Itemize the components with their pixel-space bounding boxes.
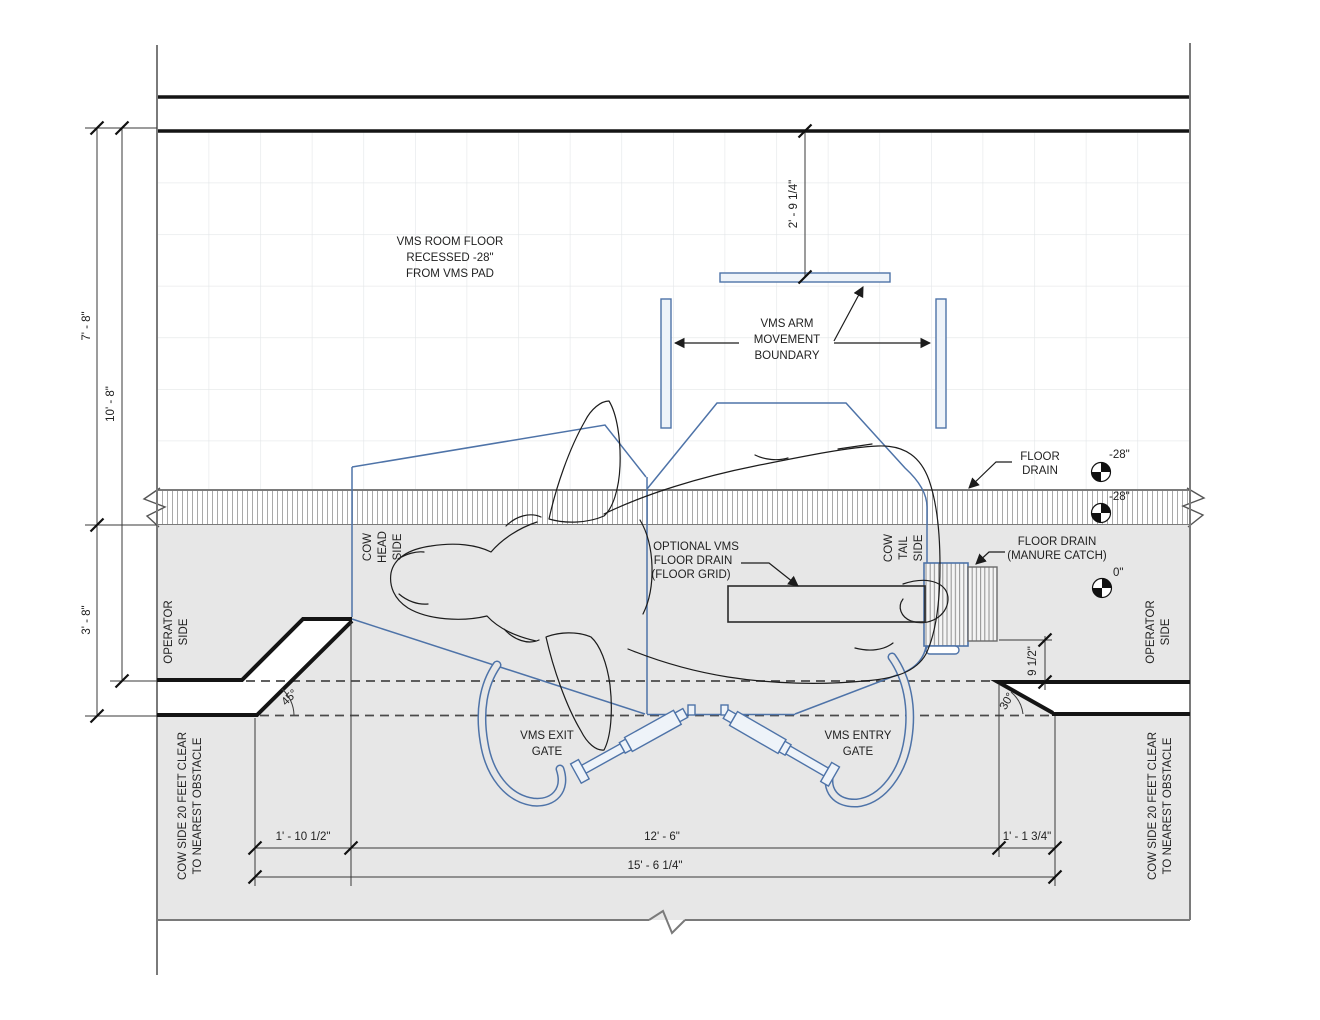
- cow-tail-side-label: COW: [883, 534, 895, 562]
- arm-boundary-label: VMS ARM: [760, 318, 813, 330]
- side-labels: COW HEAD SIDE COW TAIL SIDE OPERATOR SID…: [163, 531, 1174, 880]
- rotated-dimension-texts: 7' - 8" 10' - 8" 3' - 8" 2' - 9 1/4" 9 1…: [81, 180, 1039, 712]
- elevation-target-icon: [1090, 461, 1112, 483]
- leader-lines: [673, 286, 1012, 587]
- drain-pipe-stub: [925, 645, 960, 655]
- exit-gate-label: VMS EXIT: [520, 730, 574, 742]
- entry-gate-label: GATE: [843, 746, 874, 758]
- vms-room-floor-grid: [157, 131, 1190, 490]
- cow-ear-bottom: [545, 632, 612, 751]
- elevation-target-icon: [1090, 502, 1112, 524]
- cow-clear-left-label: TO NEAREST OBSTACLE: [192, 737, 204, 874]
- dim-wall-to-alley: 10' - 8": [105, 386, 117, 422]
- break-symbol-right: [1181, 487, 1210, 528]
- break-line-bottom: [648, 909, 686, 935]
- optional-floor-grid: [727, 585, 926, 623]
- optional-drain-label: FLOOR DRAIN: [654, 555, 733, 567]
- floor-drain-strip: [157, 489, 1190, 526]
- cow-head-side-label: COW: [362, 533, 374, 561]
- optional-drain-label: (FLOOR GRID): [651, 569, 730, 581]
- room-floor-note: VMS ROOM FLOOR: [397, 236, 504, 248]
- angle-arc-45: [281, 688, 295, 716]
- vms-entry-gate-arm: [824, 652, 915, 808]
- cow-body: [603, 445, 941, 684]
- dim-wall-to-drain: 7' - 8": [81, 311, 93, 340]
- cow-head-side-label: SIDE: [392, 533, 404, 560]
- floor-drain-label: FLOOR: [1020, 451, 1060, 463]
- entry-gate-label: VMS ENTRY: [825, 730, 892, 742]
- elevation-target-icon: [1091, 577, 1113, 599]
- elevation-room: -28": [1109, 449, 1130, 461]
- dim-vms-width: 12' - 6": [644, 831, 680, 843]
- vms-pad: [157, 525, 1190, 935]
- operator-side-right-label: OPERATOR: [1145, 600, 1157, 663]
- dim-left-clear: 1' - 10 1/2": [276, 831, 331, 843]
- manure-catch-label: FLOOR DRAIN: [1018, 536, 1097, 548]
- text-labels: VMS ROOM FLOOR RECESSED -28" FROM VMS PA…: [276, 236, 1107, 872]
- cow-ear-top: [548, 400, 621, 523]
- cow-clear-right-label: TO NEAREST OBSTACLE: [1162, 737, 1174, 874]
- arm-boundary-label: MOVEMENT: [754, 334, 820, 346]
- elevation-markers: -28" -28" 0": [1090, 449, 1130, 599]
- cow-tail: [899, 579, 949, 624]
- cow-head-side-label: HEAD: [377, 531, 389, 563]
- cow-clear-left-label: COW SIDE 20 FEET CLEAR: [177, 732, 189, 880]
- dim-wall-to-arm: 2' - 9 1/4": [788, 180, 800, 228]
- break-symbol-left: [139, 487, 167, 528]
- entry-gate-cylinder: [722, 708, 841, 787]
- cow-tail-side-label: SIDE: [913, 534, 925, 561]
- floor-drain-label: DRAIN: [1022, 465, 1058, 477]
- top-wall: [157, 95, 1190, 133]
- manure-catch-label: (MANURE CATCH): [1007, 550, 1107, 562]
- elevation-pad: 0": [1113, 567, 1123, 579]
- arm-boundary-label: BOUNDARY: [755, 350, 820, 362]
- cow-clear-right-label: COW SIDE 20 FEET CLEAR: [1147, 732, 1159, 880]
- elevation-drain: -28": [1109, 491, 1130, 503]
- dim-right-clear: 1' - 1 3/4": [1003, 831, 1051, 843]
- operator-side-left-label: OPERATOR: [163, 600, 175, 663]
- room-floor-note: FROM VMS PAD: [406, 268, 494, 280]
- exit-gate-cylinder: [569, 707, 689, 785]
- manure-catch-drain: [923, 562, 998, 655]
- angle-arc-30: [1010, 691, 1024, 715]
- dim-drain-to-alley: 3' - 8": [81, 605, 93, 634]
- alley-walls: [157, 617, 1190, 717]
- dim-total-width: 15' - 6 1/4": [628, 860, 683, 872]
- room-floor-note: RECESSED -28": [406, 252, 493, 264]
- operator-side-right-label: SIDE: [1160, 618, 1172, 645]
- dim-catch-offset: 9 1/2": [1027, 646, 1039, 676]
- operator-side-left-label: SIDE: [178, 618, 190, 645]
- optional-drain-label: OPTIONAL VMS: [653, 541, 739, 553]
- vms-exit-gate-arm: [477, 660, 567, 807]
- cow-tail-side-label: TAIL: [898, 536, 910, 560]
- exit-gate-label: GATE: [532, 746, 563, 758]
- cow-figure: [389, 400, 949, 751]
